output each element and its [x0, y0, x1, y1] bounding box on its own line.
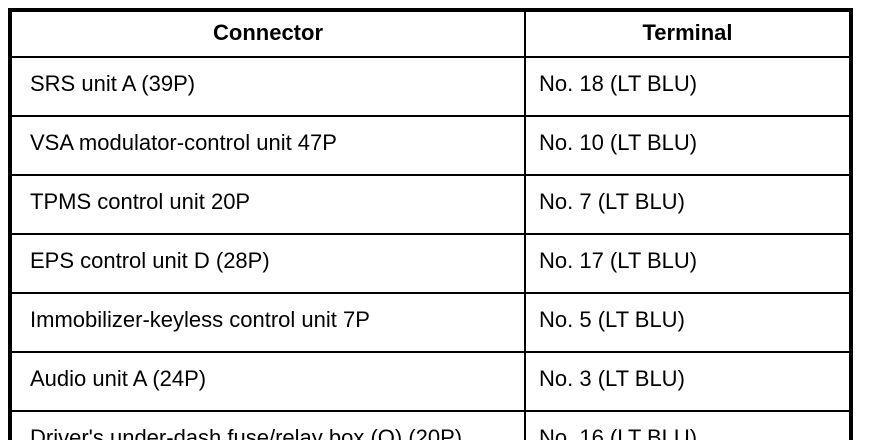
terminal-cell: No. 10 (LT BLU)	[524, 115, 852, 176]
table-row: EPS control unit D (28P) No. 17 (LT BLU)	[9, 233, 852, 294]
terminal-cell: No. 16 (LT BLU)	[524, 410, 852, 440]
terminal-cell: No. 3 (LT BLU)	[524, 351, 852, 412]
connector-cell: Audio unit A (24P)	[9, 351, 526, 412]
terminal-cell: No. 7 (LT BLU)	[524, 174, 852, 235]
table-row: Driver's under-dash fuse/relay box (Q) (…	[9, 410, 852, 440]
column-header-connector: Connector	[9, 9, 526, 58]
table-row: TPMS control unit 20P No. 7 (LT BLU)	[9, 174, 852, 235]
table-row: Immobilizer-keyless control unit 7P No. …	[9, 292, 852, 353]
table-row: VSA modulator-control unit 47P No. 10 (L…	[9, 115, 852, 176]
connector-cell: Immobilizer-keyless control unit 7P	[9, 292, 526, 353]
terminal-cell: No. 18 (LT BLU)	[524, 56, 852, 117]
table-row: Audio unit A (24P) No. 3 (LT BLU)	[9, 351, 852, 412]
terminal-cell: No. 5 (LT BLU)	[524, 292, 852, 353]
table-row: SRS unit A (39P) No. 18 (LT BLU)	[9, 56, 852, 117]
connector-cell: VSA modulator-control unit 47P	[9, 115, 526, 176]
connector-cell: TPMS control unit 20P	[9, 174, 526, 235]
connector-cell: SRS unit A (39P)	[9, 56, 526, 117]
connector-terminal-table: Connector Terminal SRS unit A (39P) No. …	[8, 8, 853, 440]
connector-cell: Driver's under-dash fuse/relay box (Q) (…	[9, 410, 526, 440]
column-header-terminal: Terminal	[524, 9, 852, 58]
terminal-cell: No. 17 (LT BLU)	[524, 233, 852, 294]
table-header-row: Connector Terminal	[9, 9, 852, 58]
connector-cell: EPS control unit D (28P)	[9, 233, 526, 294]
